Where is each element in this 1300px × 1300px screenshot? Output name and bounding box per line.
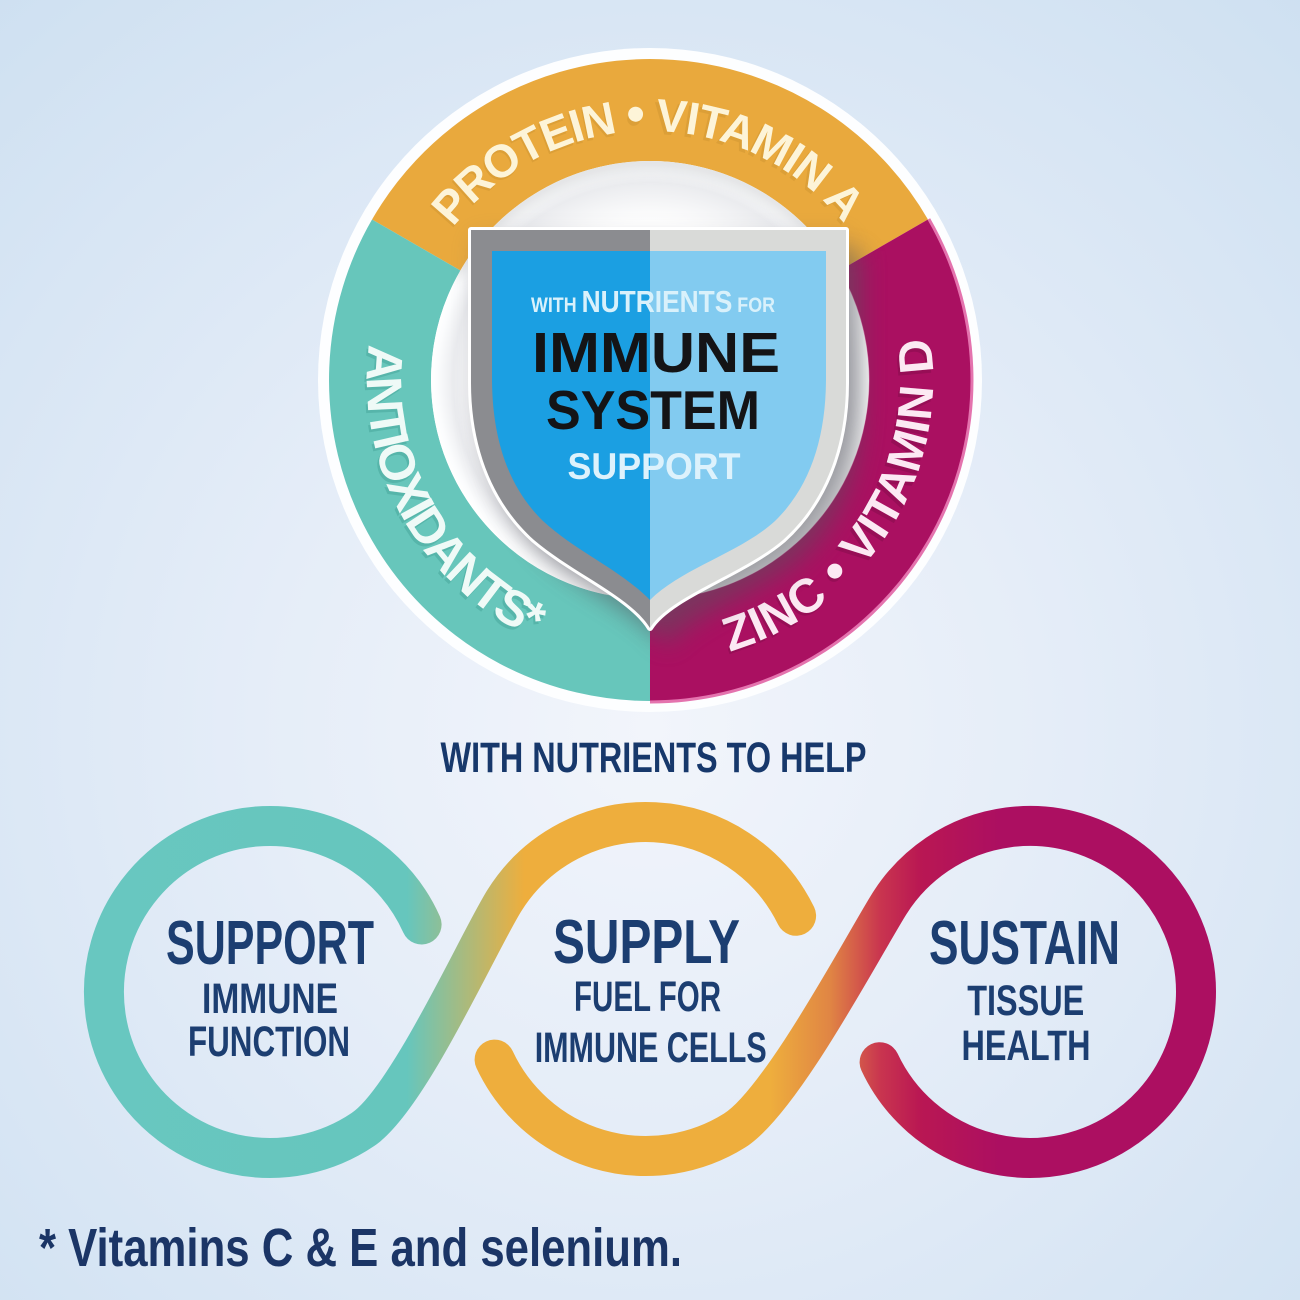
svg-text:IMMUNE: IMMUNE (532, 321, 780, 385)
svg-text:SUPPORT: SUPPORT (166, 909, 374, 978)
svg-text:IMMUNE CELLS: IMMUNE CELLS (535, 1024, 767, 1072)
svg-text:IMMUNE: IMMUNE (202, 975, 338, 1023)
svg-text:FUEL FOR: FUEL FOR (574, 973, 721, 1021)
svg-text:FUNCTION: FUNCTION (188, 1018, 350, 1066)
svg-text:HEALTH: HEALTH (962, 1022, 1091, 1070)
svg-text:TISSUE: TISSUE (967, 977, 1084, 1025)
svg-text:WITH NUTRIENTS FOR: WITH NUTRIENTS FOR (531, 284, 775, 319)
svg-text:* Vitamins C & E and selenium.: * Vitamins C & E and selenium. (39, 1218, 682, 1278)
svg-text:SUSTAIN: SUSTAIN (929, 909, 1120, 978)
svg-text:SUPPORT: SUPPORT (568, 446, 741, 487)
svg-text:WITH NUTRIENTS TO HELP: WITH NUTRIENTS TO HELP (441, 734, 867, 782)
svg-text:SYSTEM: SYSTEM (546, 379, 760, 441)
svg-text:SUPPLY: SUPPLY (553, 908, 740, 977)
